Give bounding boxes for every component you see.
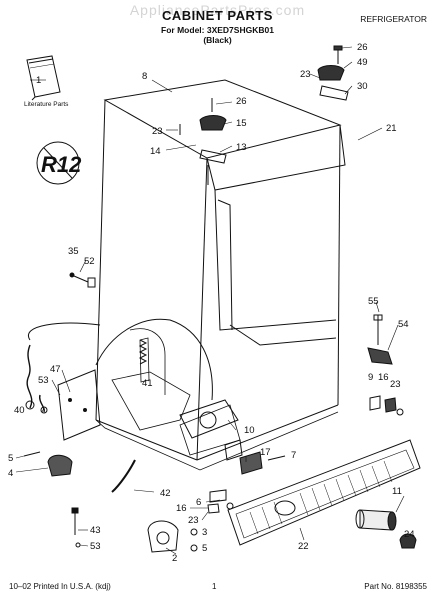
- model-line: For Model: 3XED7SHGKB01: [161, 25, 274, 35]
- callout-14: 14: [150, 146, 161, 157]
- callout-9: 9: [368, 372, 373, 383]
- callout-24: 24: [404, 529, 415, 540]
- callout-42: 42: [160, 488, 171, 499]
- callout-7: 7: [291, 450, 296, 461]
- spring[interactable]: [138, 339, 148, 365]
- bracket-17[interactable]: [239, 451, 286, 475]
- callout-1: 1: [36, 75, 41, 86]
- callout-41: 41: [142, 378, 153, 389]
- cap-24[interactable]: [399, 533, 417, 549]
- callout-49: 49: [357, 57, 368, 68]
- callout-53b: 53: [90, 541, 101, 552]
- callout-15: 15: [236, 118, 247, 129]
- callout-10: 10: [244, 425, 255, 436]
- callout-40: 40: [14, 405, 25, 416]
- cabinet-body: [95, 79, 346, 471]
- condenser-fan[interactable]: [179, 399, 243, 461]
- drain-tube[interactable]: [111, 459, 136, 493]
- bracket-54[interactable]: [367, 314, 393, 365]
- literature-parts-label: Literature Parts: [24, 101, 69, 108]
- callout-3: 3: [202, 527, 207, 538]
- rear-compartment: [95, 318, 241, 456]
- callout-26: 26: [357, 42, 368, 53]
- toe-grille[interactable]: [227, 439, 421, 546]
- callout-2: 2: [172, 553, 177, 564]
- top-hinge[interactable]: [317, 45, 349, 101]
- mounting-plate[interactable]: [57, 369, 101, 441]
- literature-booklet[interactable]: [26, 55, 61, 101]
- callout-23d: 23: [188, 515, 199, 526]
- callout-52: 52: [84, 256, 95, 267]
- wire-harness[interactable]: [25, 322, 101, 410]
- cylinder-11[interactable]: [355, 509, 397, 531]
- callout-55: 55: [368, 296, 379, 307]
- callout-47: 47: [50, 364, 61, 375]
- callout-5: 5: [8, 453, 13, 464]
- leader-lines: [15, 46, 405, 555]
- callout-8: 8: [142, 71, 147, 82]
- callout-21: 21: [386, 123, 397, 134]
- callout-53: 53: [38, 375, 49, 386]
- page-title: CABINET PARTS: [162, 8, 273, 23]
- callout-23c: 23: [390, 379, 401, 390]
- callout-54: 54: [398, 319, 409, 330]
- callout-13: 13: [236, 142, 247, 153]
- callout-35: 35: [68, 246, 79, 257]
- callout-numbers: 1 8 26 49 23 30 26 15 23 14 13 21 35 52 …: [8, 42, 415, 564]
- footer-part-number: Part No. 8198355: [364, 582, 427, 591]
- screw-35[interactable]: [69, 272, 96, 288]
- watermark: AppliancePartsPros.com: [129, 2, 306, 18]
- callout-26b: 26: [236, 96, 247, 107]
- callout-23: 23: [300, 69, 311, 80]
- clip-43[interactable]: [71, 507, 81, 548]
- center-hinge[interactable]: [179, 98, 227, 185]
- callout-16: 16: [378, 372, 389, 383]
- color-line: (Black): [203, 35, 232, 45]
- callout-4: 4: [8, 468, 13, 479]
- callout-22: 22: [298, 541, 309, 552]
- callout-11: 11: [392, 486, 402, 497]
- roller-parts[interactable]: [369, 395, 404, 416]
- callout-23b: 23: [152, 126, 163, 137]
- callout-6: 6: [196, 497, 201, 508]
- callout-16b: 16: [176, 503, 187, 514]
- footer-print-info: 10–02 Printed In U.S.A. (kdj): [9, 582, 111, 591]
- r12-badge: [36, 141, 80, 185]
- category-label: REFRIGERATOR: [360, 14, 427, 24]
- callout-5b: 5: [202, 543, 207, 554]
- footer-page-number: 1: [212, 582, 217, 591]
- leveling-foot[interactable]: [23, 451, 73, 477]
- roller-assembly[interactable]: [147, 520, 198, 553]
- r12-badge-text: R12: [41, 152, 82, 177]
- callout-43: 43: [90, 525, 101, 536]
- callout-30: 30: [357, 81, 368, 92]
- cord-clip[interactable]: [38, 394, 48, 414]
- callout-17: 17: [260, 447, 271, 458]
